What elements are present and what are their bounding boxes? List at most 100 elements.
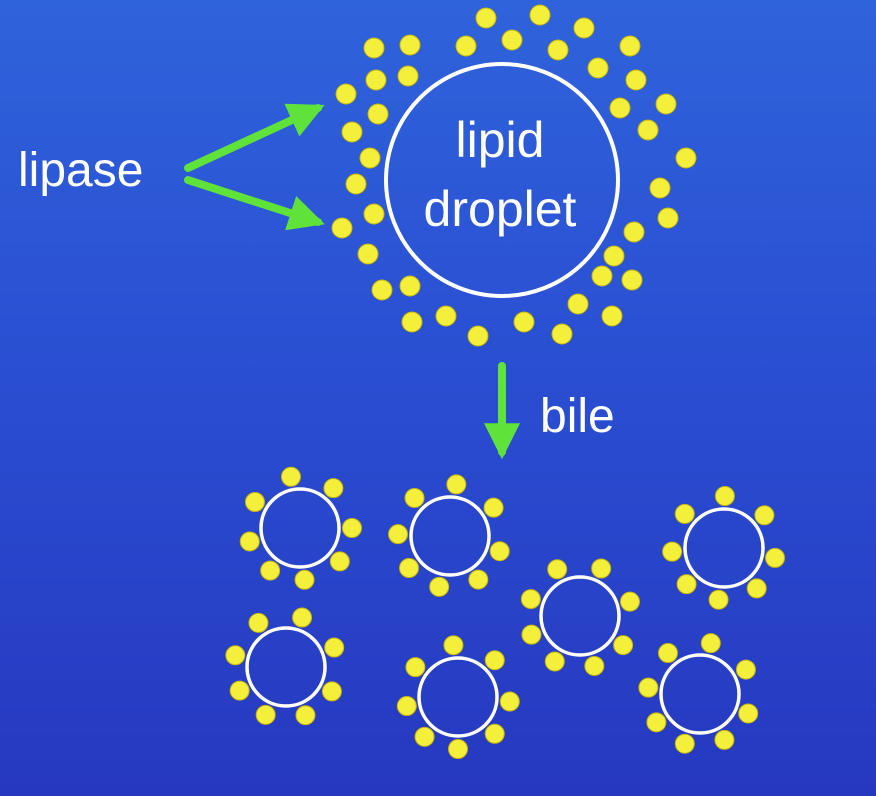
micelle xyxy=(388,474,510,597)
micelle-dot xyxy=(448,739,468,759)
micelle-dot xyxy=(700,633,721,654)
micelle-dot xyxy=(321,681,342,702)
micelle-dot xyxy=(292,607,313,628)
micelle-dot xyxy=(294,569,315,590)
micelle-dot xyxy=(714,729,735,750)
micelle-dot xyxy=(754,505,775,526)
micelle-dot xyxy=(484,723,505,744)
bile-salt-dot xyxy=(475,7,497,29)
micelle-dot xyxy=(414,726,435,747)
bile-salt-dot xyxy=(649,177,671,199)
micelle-dot xyxy=(520,589,541,610)
micelle-dot xyxy=(329,551,350,572)
micelle-circle xyxy=(417,656,499,738)
micelle-dot xyxy=(657,643,678,664)
micelle-dot xyxy=(405,657,426,678)
bile-salt-dot xyxy=(365,69,387,91)
bile-salt-dot xyxy=(567,293,589,315)
micelle-dot xyxy=(735,659,756,680)
micelle-dot xyxy=(404,487,425,508)
bile-salt-dot xyxy=(363,203,385,225)
bile-salt-dot xyxy=(623,221,645,243)
micelle-circle xyxy=(683,507,765,589)
lipase-arrow-upper xyxy=(184,103,325,172)
micelle-dot xyxy=(544,651,565,672)
micelle-dot xyxy=(388,524,409,545)
micelle-dot xyxy=(646,712,667,733)
bile-salt-dot xyxy=(397,65,419,87)
bile-salt-dot xyxy=(551,323,573,345)
micelles xyxy=(225,466,786,759)
micelle-dot xyxy=(489,541,510,562)
bile-salt-dot xyxy=(331,217,353,239)
bile-salt-dot xyxy=(609,97,631,119)
micelle-dot xyxy=(714,486,735,507)
micelle xyxy=(396,635,520,759)
micelle-dot xyxy=(396,696,417,717)
bile-salt-dot xyxy=(625,69,647,91)
micelle-dot xyxy=(295,705,316,726)
micelle-dot xyxy=(229,680,250,701)
micelle-dot xyxy=(638,677,659,698)
micelle-dot xyxy=(244,492,265,512)
micelle-dot xyxy=(499,691,520,712)
micelle-circle xyxy=(539,575,621,657)
bile-salt-dot xyxy=(455,35,477,57)
bile-salt-dot xyxy=(603,245,625,267)
bile-salt-dot xyxy=(655,93,677,115)
micelle-dot xyxy=(255,704,276,725)
lipase-arrow-lower xyxy=(184,176,325,231)
lipase-label: lipase xyxy=(18,144,143,197)
bile-salt-dot xyxy=(399,275,421,297)
micelle-dot xyxy=(260,560,281,581)
bile-salt-dots-droplet xyxy=(331,4,697,347)
micelle-dot xyxy=(324,637,345,658)
micelle xyxy=(662,486,786,610)
micelle-circle xyxy=(259,487,341,569)
bile-salt-dot xyxy=(371,279,393,301)
bile-salt-dot xyxy=(357,243,379,265)
bile-salt-dot xyxy=(467,325,489,347)
micelle-dot xyxy=(342,518,362,538)
bile-salt-dot xyxy=(399,34,421,56)
micelle-dot xyxy=(708,589,729,610)
bile-salt-dot xyxy=(367,103,389,125)
bile-salt-dot xyxy=(547,39,569,61)
micelle-circle xyxy=(409,495,491,577)
micelle-dot xyxy=(676,574,697,595)
micelle-circle xyxy=(245,626,327,708)
micelle xyxy=(225,607,345,726)
bile-salt-dot xyxy=(363,37,385,59)
micelle-dot xyxy=(239,531,260,552)
bile-salt-dot xyxy=(401,311,423,333)
bile-salt-dot xyxy=(335,83,357,105)
bile-salt-dot xyxy=(675,147,697,169)
micelle xyxy=(239,466,362,590)
bile-salt-dot xyxy=(435,305,457,327)
bile-salt-dot xyxy=(513,311,535,333)
bile-salt-dot xyxy=(501,29,523,51)
bile-label: bile xyxy=(540,390,615,443)
lipid-droplet: lipid droplet xyxy=(331,4,697,347)
micelle-dot xyxy=(521,624,542,645)
bile-salt-dot xyxy=(657,207,679,229)
micelle-dot xyxy=(446,474,467,495)
lipase-arrows xyxy=(184,103,325,231)
micelle-dot xyxy=(591,558,612,579)
lipid-droplet-label-line2: droplet xyxy=(424,181,577,237)
lipid-droplet-circle xyxy=(384,62,620,298)
micelle-dot xyxy=(547,559,568,580)
bile-salt-dot xyxy=(587,57,609,79)
bile-salt-dot xyxy=(345,173,367,195)
micelle-dot xyxy=(248,612,269,633)
micelle-dot xyxy=(674,503,695,524)
micelle-dot xyxy=(738,703,759,724)
bile-salt-dot xyxy=(621,269,643,291)
micelle xyxy=(520,558,640,676)
bile-arrow-group: bile xyxy=(484,362,615,460)
bile-salt-dot xyxy=(601,305,623,327)
micelle-dot xyxy=(584,655,605,676)
micelle-dot xyxy=(619,591,640,612)
